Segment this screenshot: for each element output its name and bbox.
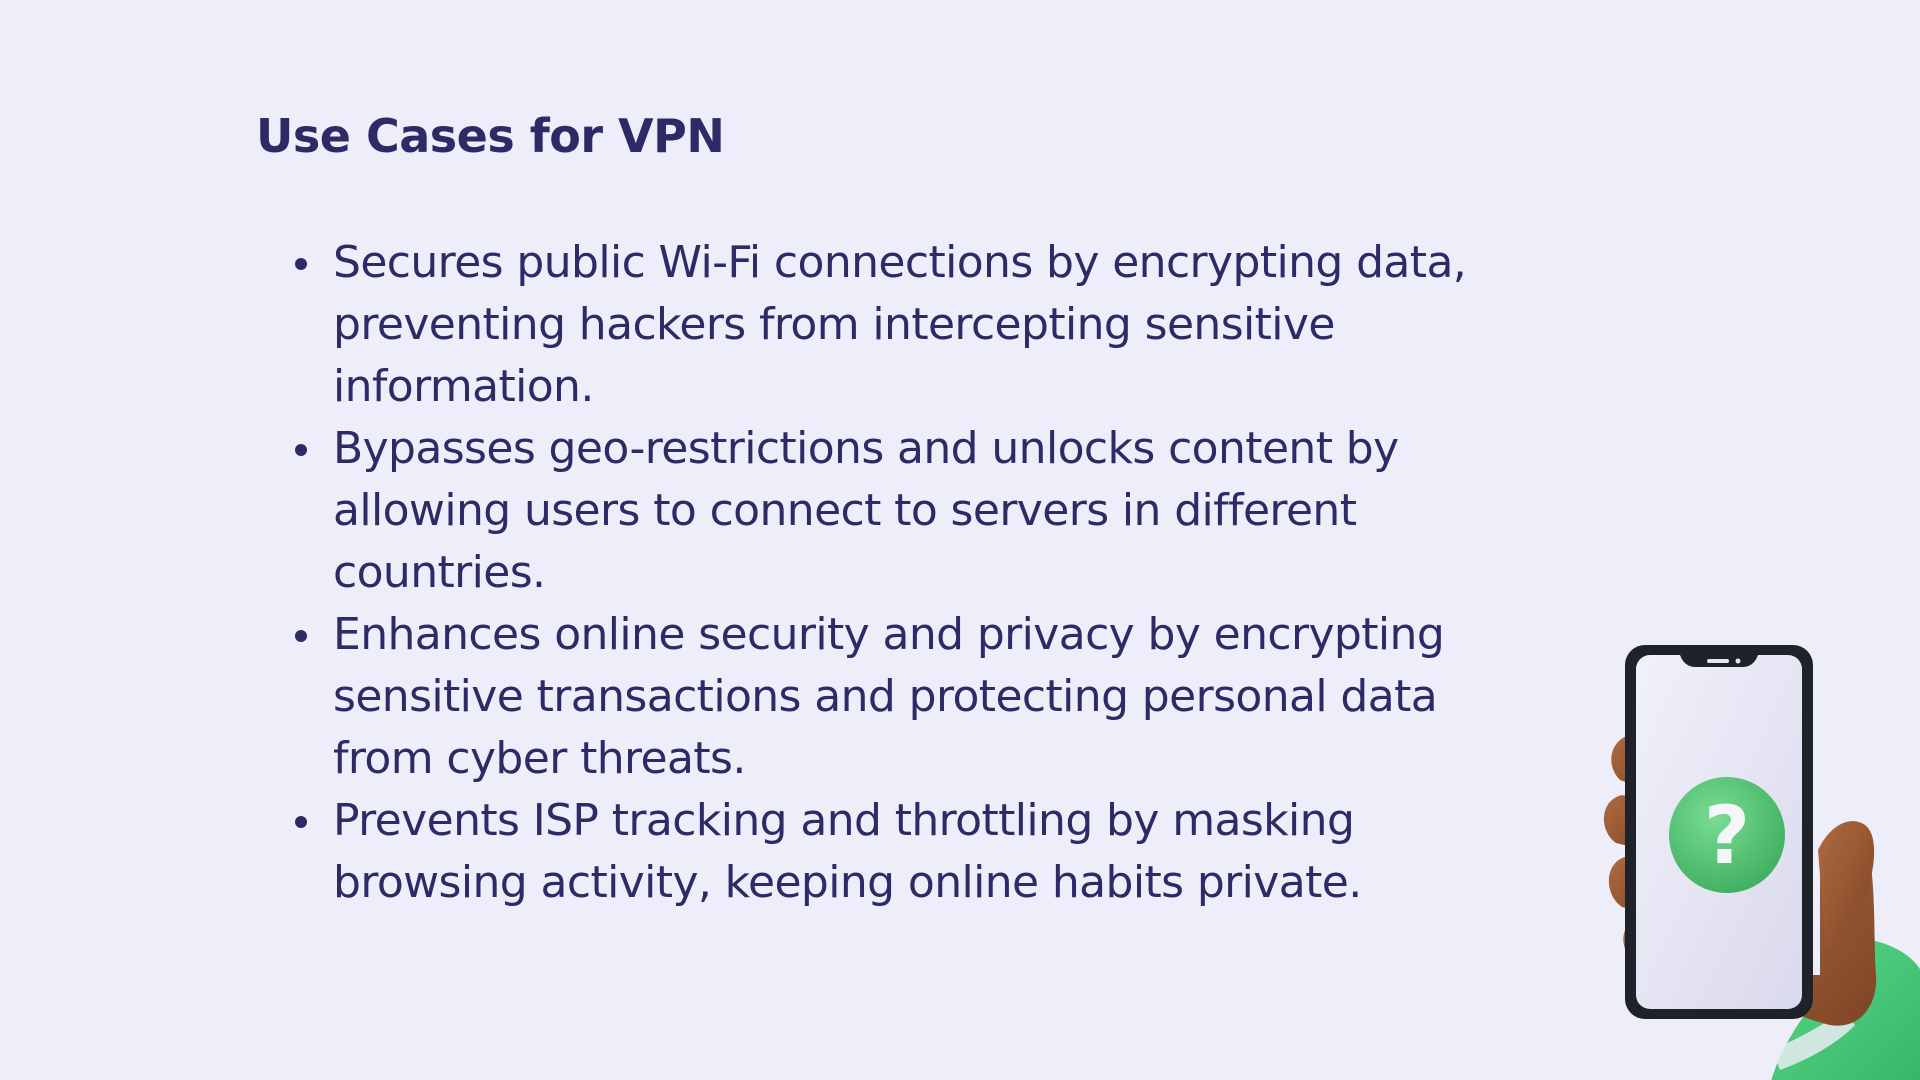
bullet-list: Secures public Wi-Fi connections by encr… — [290, 232, 1540, 914]
bullet-item: Enhances online security and privacy by … — [290, 604, 1540, 790]
bullet-dot — [295, 258, 307, 270]
bullet-item: Secures public Wi-Fi connections by encr… — [290, 232, 1540, 418]
bullet-dot — [295, 630, 307, 642]
slide-title: Use Cases for VPN — [256, 109, 725, 163]
bullet-text: Bypasses geo-restrictions and unlocks co… — [333, 423, 1399, 598]
bullet-text: Prevents ISP tracking and throttling by … — [333, 795, 1362, 908]
question-badge — [1669, 777, 1785, 893]
bullet-item: Prevents ISP tracking and throttling by … — [290, 790, 1540, 914]
hand-holding-phone-illustration: ? — [1603, 645, 1920, 1080]
bullet-text: Secures public Wi-Fi connections by encr… — [333, 237, 1467, 412]
bullet-text: Enhances online security and privacy by … — [333, 609, 1445, 784]
phone-speaker — [1707, 659, 1729, 663]
question-mark-icon: ? — [1704, 789, 1750, 882]
bullet-dot — [295, 444, 307, 456]
bullet-item: Bypasses geo-restrictions and unlocks co… — [290, 418, 1540, 604]
thumb-shape — [1818, 821, 1875, 950]
phone-camera — [1735, 658, 1741, 664]
bullet-dot — [295, 816, 307, 828]
